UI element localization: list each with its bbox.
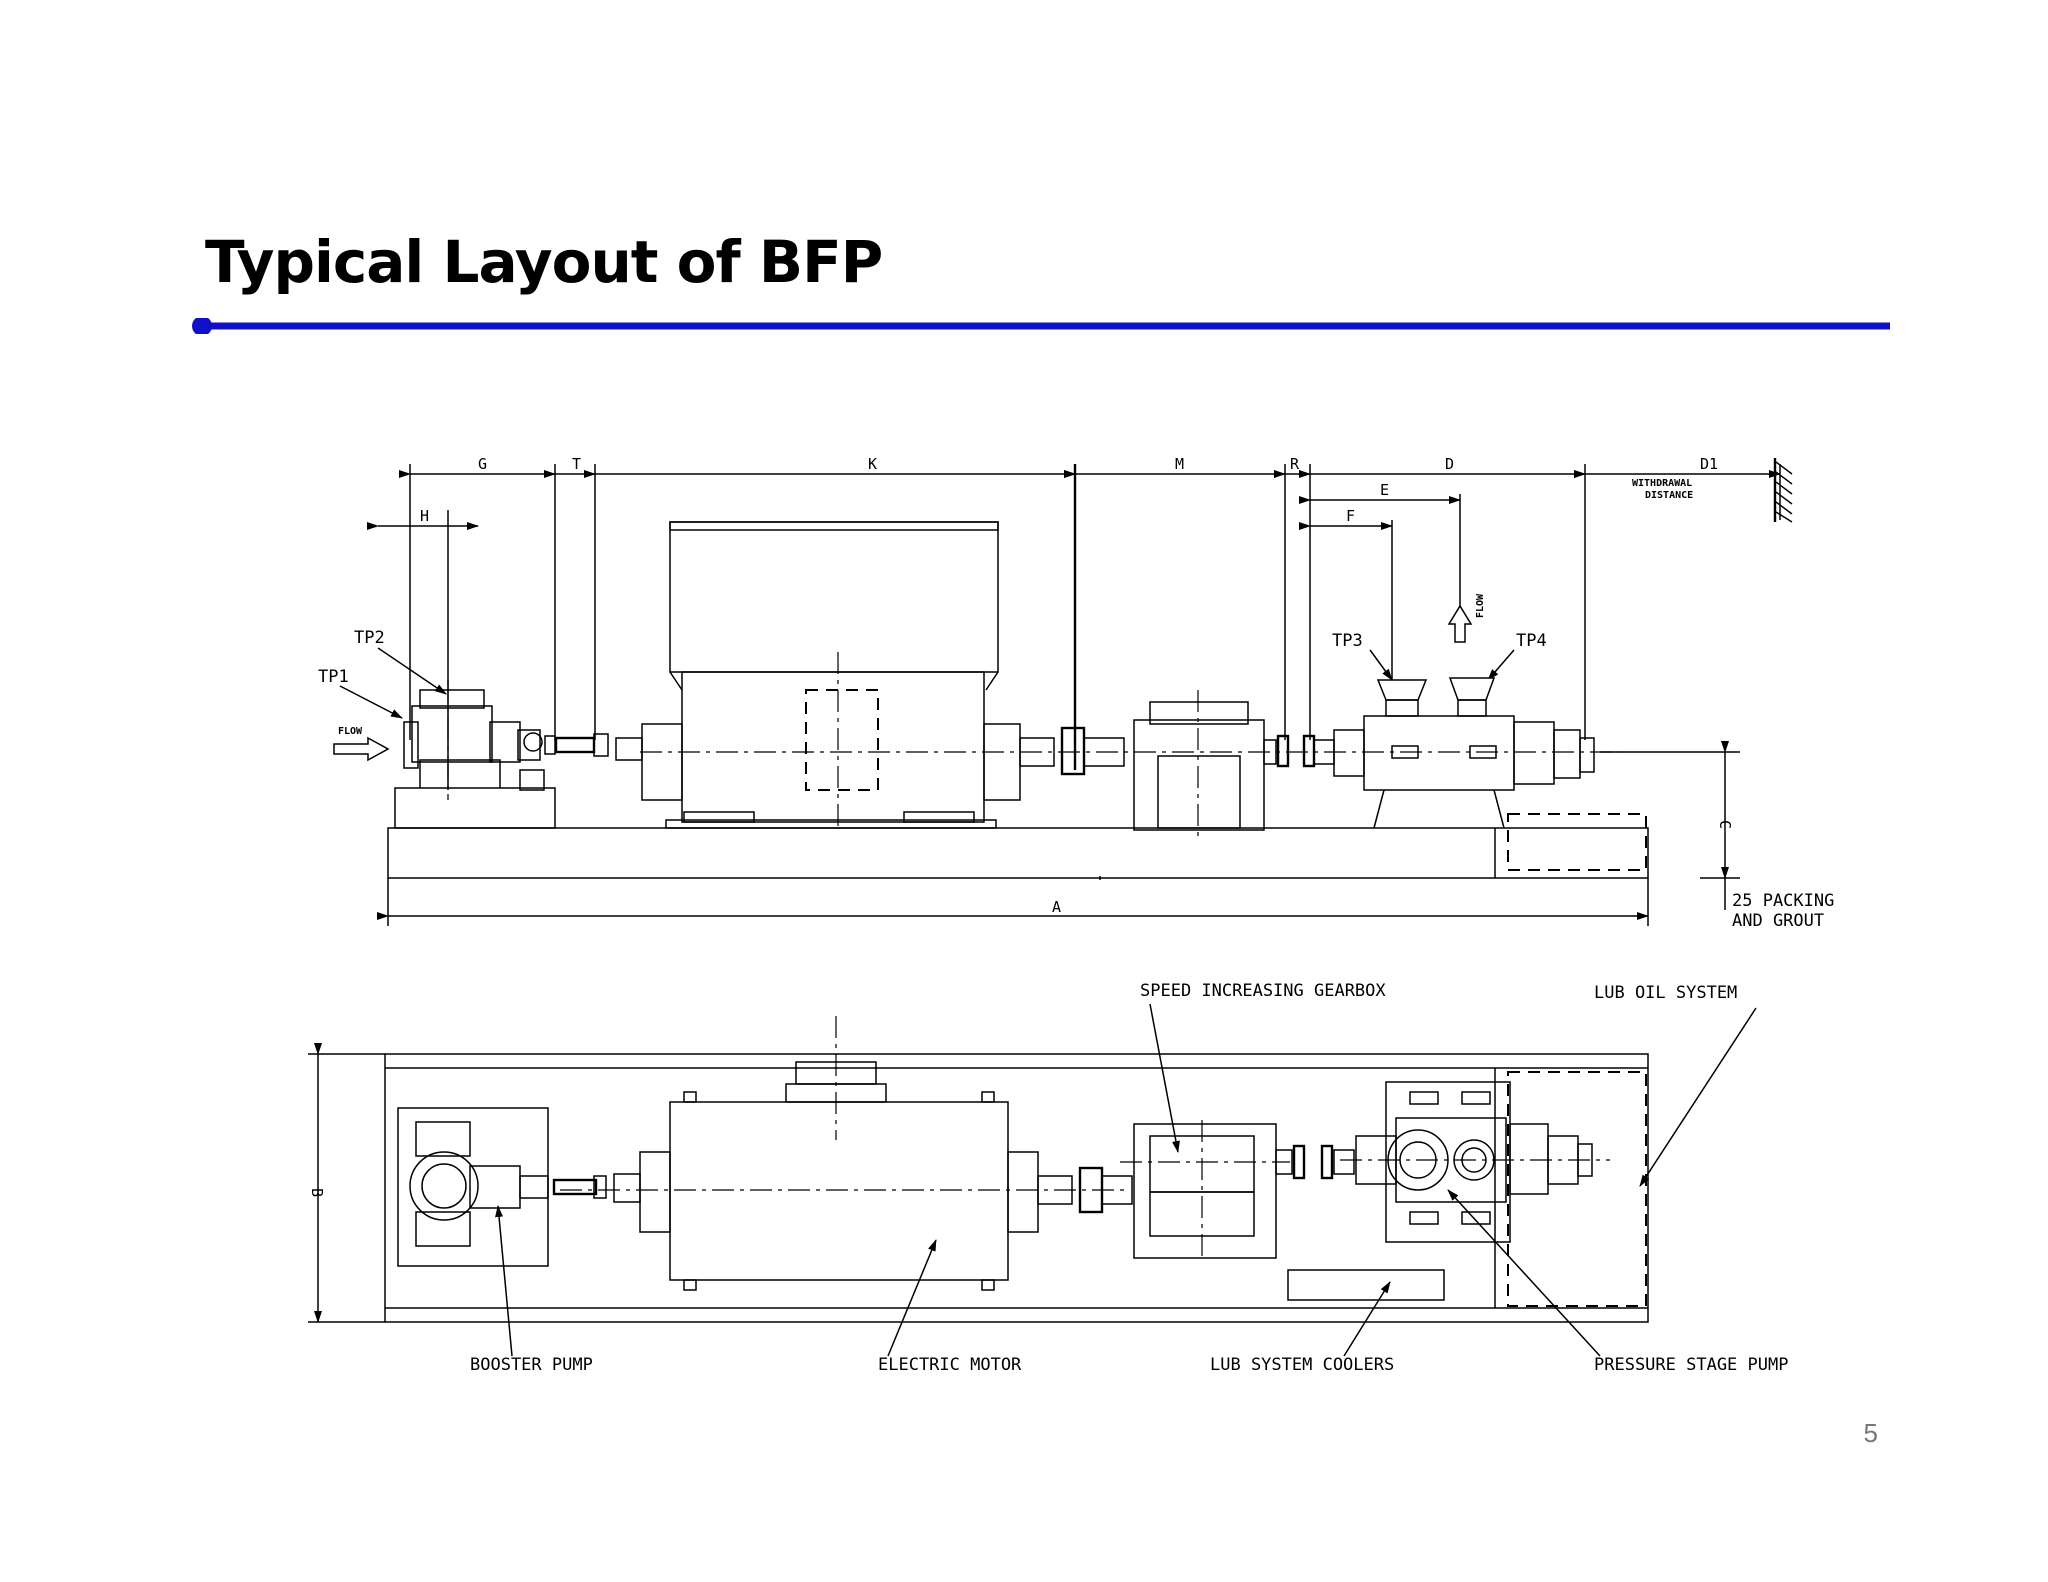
- label-electric-motor: ELECTRIC MOTOR: [878, 1355, 1022, 1375]
- packing-label-2: AND GROUT: [1732, 911, 1824, 931]
- electric-motor-elevation: [615, 521, 1620, 832]
- label-lub-system-coolers: LUB SYSTEM COOLERS: [1210, 1355, 1394, 1375]
- label-gearbox: SPEED INCREASING GEARBOX: [1140, 981, 1386, 1001]
- dim-e-label: E: [1380, 481, 1389, 499]
- gearbox-plan: [1037, 1120, 1355, 1262]
- dim-k-label: K: [868, 455, 877, 473]
- withdrawal-label-2: DISTANCE: [1645, 490, 1693, 501]
- packing-label-1: 25 PACKING: [1732, 891, 1834, 911]
- electric-motor-plan: [560, 1016, 1130, 1291]
- test-points-elevation: TP1 TP2 TP3 TP4: [318, 628, 1547, 719]
- dim-g-label: G: [478, 455, 487, 473]
- lub-coolers-plan: [1287, 1269, 1445, 1301]
- dimension-c: C 25 PACKING AND GROUT: [1600, 741, 1834, 931]
- slide-title: Typical Layout of BFP: [205, 228, 883, 296]
- withdrawal-label-1: WITHDRAWAL: [1632, 478, 1692, 489]
- dimension-e-f: E F: [1299, 481, 1461, 680]
- dimension-a: A: [377, 878, 1649, 926]
- pressure-pump-elevation: [1333, 677, 1595, 829]
- wall-hatch: [1773, 458, 1793, 523]
- booster-pump-plan: [397, 1107, 607, 1267]
- dim-d-label: D: [1445, 455, 1454, 473]
- dimension-h: H: [367, 507, 479, 790]
- baseplate-elevation: [387, 813, 1649, 880]
- tp2-label: TP2: [354, 628, 385, 648]
- tp3-label: TP3: [1332, 631, 1363, 651]
- dim-t-label: T: [572, 455, 581, 473]
- title-underline: [192, 318, 1890, 334]
- elevation-view: G T K M R D D1 WITHDRAWAL DISTANCE: [318, 455, 1834, 931]
- dim-f-label: F: [1346, 507, 1355, 525]
- label-lub-oil-system: LUB OIL SYSTEM: [1594, 983, 1737, 1003]
- dim-c-label: C: [1716, 820, 1734, 829]
- dim-m-label: M: [1175, 455, 1184, 473]
- outlet-flow-label: FLOW: [1475, 593, 1486, 618]
- tp4-label: TP4: [1516, 631, 1547, 651]
- dim-r-label: R: [1290, 455, 1300, 473]
- outlet-flow-arrow: FLOW: [1447, 593, 1486, 643]
- component-labels: SPEED INCREASING GEARBOX LUB OIL SYSTEM …: [470, 981, 1788, 1375]
- label-booster-pump: BOOSTER PUMP: [470, 1355, 593, 1375]
- dimension-b: B: [308, 1043, 385, 1323]
- dimension-chain-top: G T K M R D D1 WITHDRAWAL DISTANCE: [399, 455, 1793, 770]
- gearbox-elevation: [1019, 690, 1335, 838]
- label-pressure-stage-pump: PRESSURE STAGE PUMP: [1594, 1355, 1788, 1375]
- tp1-label: TP1: [318, 667, 349, 687]
- booster-pump-elevation: [394, 680, 609, 829]
- dim-h-label: H: [420, 507, 429, 525]
- dim-a-label: A: [1052, 898, 1061, 916]
- page-number: 5: [1863, 1418, 1878, 1448]
- plan-view: B: [308, 981, 1788, 1375]
- dim-b-label: B: [308, 1188, 326, 1197]
- pressure-pump-plan: [1340, 1081, 1610, 1243]
- inlet-flow-label: FLOW: [338, 726, 363, 737]
- dim-d1-label: D1: [1700, 455, 1718, 473]
- inlet-flow-arrow: FLOW: [333, 726, 390, 762]
